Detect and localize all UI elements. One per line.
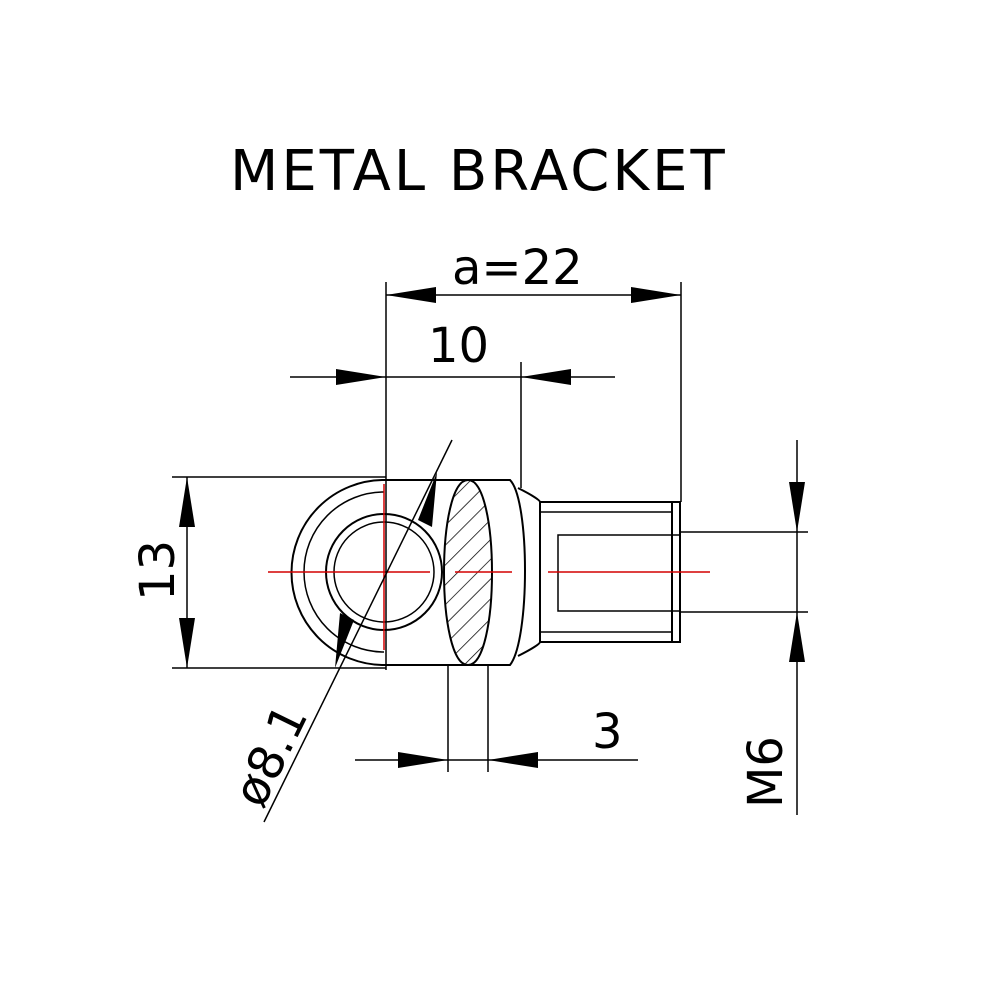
centerlines	[268, 484, 710, 650]
dimension-eye-to-neck: 10	[290, 318, 615, 488]
dimension-height-label: 13	[130, 540, 186, 601]
dimension-overall-length: a=22	[385, 240, 682, 670]
dimension-height: 13	[130, 476, 386, 669]
dimension-thread-label: M6	[738, 736, 794, 808]
dimension-overall-length-label: a=22	[452, 240, 583, 296]
drawing-title: METAL BRACKET	[230, 139, 728, 204]
thread-core	[557, 534, 681, 612]
part-outline	[290, 478, 681, 667]
dimension-width-label: 3	[592, 704, 623, 760]
dimension-thread: M6	[680, 440, 808, 815]
dimension-hole-diameter-label: ø8.1	[222, 696, 319, 816]
dimension-width: 3	[355, 665, 638, 772]
dimension-eye-to-neck-label: 10	[428, 318, 489, 374]
